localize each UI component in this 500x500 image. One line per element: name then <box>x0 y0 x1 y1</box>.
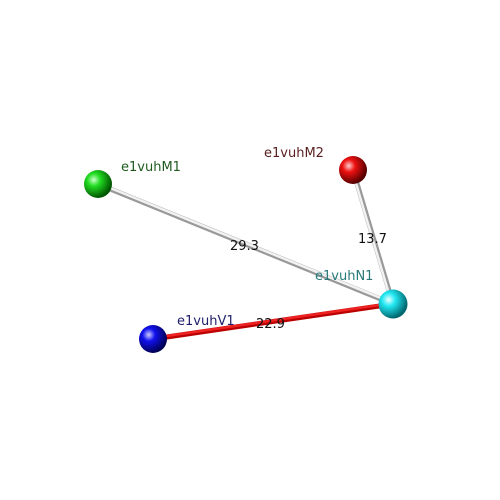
node-label-m2: e1vuhM2 <box>264 146 324 161</box>
edge-m1-n1 <box>95 181 396 307</box>
edge-label-v1-n1: 22.9 <box>256 317 285 332</box>
edge-v1-n1 <box>150 301 396 342</box>
node-sphere-n1[interactable] <box>378 289 408 319</box>
node-label-n1: e1vuhN1 <box>315 269 373 284</box>
edge-m2-n1 <box>350 167 396 307</box>
node-sphere-m2[interactable] <box>339 156 367 184</box>
node-label-v1: e1vuhV1 <box>177 314 235 329</box>
edge-label-m2-n1: 13.7 <box>358 232 387 247</box>
node-sphere-m1[interactable] <box>84 170 112 198</box>
node-sphere-v1[interactable] <box>139 325 167 353</box>
node-label-m1: e1vuhM1 <box>121 160 181 175</box>
edge-label-m1-n1: 29.3 <box>230 239 259 254</box>
